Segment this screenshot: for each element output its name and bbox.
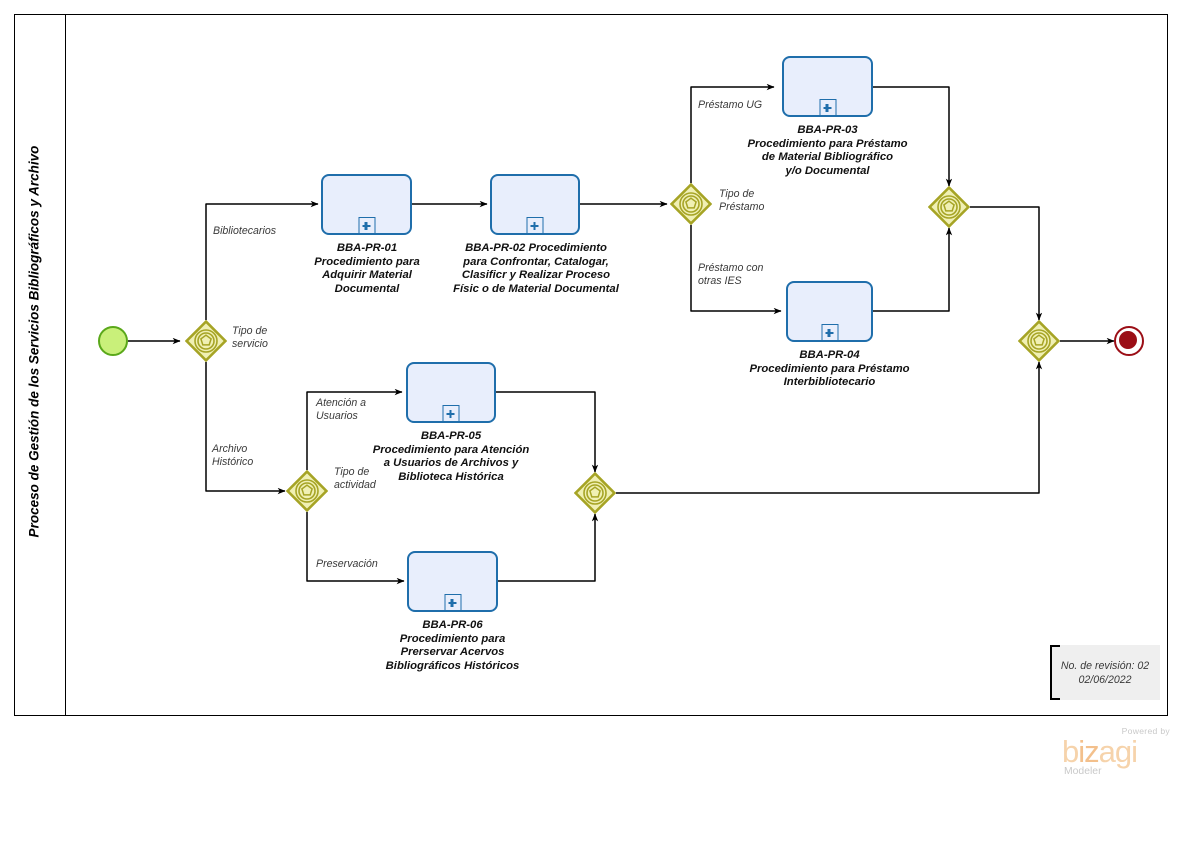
- annotation-line-1: No. de revisión: 02: [1060, 659, 1150, 672]
- flow-bibliotecarios: [205, 200, 319, 320]
- task-bba-pr-03-label: BBA-PR-03 Procedimiento para Préstamo de…: [747, 124, 908, 177]
- subprocess-marker-icon: [819, 99, 836, 116]
- task-bba-pr-02-label: BBA-PR-02 Procedimiento para Confrontar,…: [453, 242, 619, 295]
- task-bba-pr-02[interactable]: [490, 174, 580, 235]
- flow-label-bibliotecarios: Bibliotecarios: [213, 225, 277, 237]
- gateway-tipo-actividad-label: Tipo de actividad: [334, 466, 376, 491]
- flow-prestamo-ug: [690, 83, 775, 183]
- bizagi-branding: Powered by bizagi Modeler: [1062, 726, 1172, 778]
- task-bba-pr-04-label: BBA-PR-04 Procedimiento para Préstamo In…: [749, 349, 910, 389]
- task-bba-pr-05[interactable]: [406, 362, 496, 423]
- task-bba-pr-06[interactable]: [407, 551, 498, 612]
- subprocess-marker-icon: [358, 217, 375, 234]
- task-bba-pr-01-label: BBA-PR-01 Procedimiento para Adquirir Ma…: [314, 242, 420, 295]
- flow-label-prestamo-otras-ies: Préstamo con otras IES: [698, 262, 764, 287]
- flow-pr03-to-join: [872, 86, 953, 187]
- gateway-join-archivo[interactable]: [574, 472, 616, 514]
- flow-pr04-to-join: [872, 227, 953, 312]
- subprocess-marker-icon: [526, 217, 544, 234]
- flow-pr05-to-join: [496, 391, 599, 473]
- subprocess-marker-icon: [821, 324, 838, 341]
- gateway-tipo-servicio-label: Tipo de servicio: [232, 325, 268, 350]
- bizagi-wordmark-c: agi: [1098, 734, 1138, 769]
- gateway-tipo-actividad[interactable]: [286, 470, 328, 512]
- flow-archivo-historico: [205, 362, 286, 495]
- annotation-text: No. de revisión: 02 02/06/2022: [1050, 645, 1160, 700]
- flow-label-archivo-historico: Archivo Histórico: [212, 443, 254, 468]
- bizagi-wordmark-b: iz: [1078, 734, 1099, 769]
- annotation-line-2: 02/06/2022: [1078, 673, 1132, 686]
- subprocess-marker-icon: [442, 405, 460, 422]
- task-bba-pr-01[interactable]: [321, 174, 412, 235]
- bizagi-wordmark: bizagi: [1062, 734, 1138, 769]
- task-bba-pr-05-label: BBA-PR-05 Procedimiento para Atención a …: [372, 430, 530, 483]
- flow-joinarchivo-to-final: [616, 361, 1043, 494]
- flow-prestamo-otras-ies: [690, 225, 782, 315]
- lane-header: Proceso de Gestión de los Servicios Bibl…: [14, 14, 66, 716]
- revision-annotation: No. de revisión: 02 02/06/2022: [1050, 645, 1160, 700]
- subprocess-marker-icon: [444, 594, 461, 611]
- start-event[interactable]: [98, 326, 128, 356]
- flow-label-atencion-usuarios: Atención a Usuarios: [316, 397, 367, 422]
- gateway-join-prestamo[interactable]: [928, 186, 970, 228]
- powered-by-label: Powered by: [1121, 726, 1170, 736]
- flow-joinprestamo-to-final: [970, 206, 1043, 321]
- task-bba-pr-06-label: BBA-PR-06 Procedimiento para Prerservar …: [385, 619, 520, 672]
- gateway-tipo-servicio[interactable]: [185, 320, 227, 362]
- flow-pr06-to-join: [498, 513, 599, 582]
- flow-atencion-usuarios: [306, 388, 403, 470]
- end-event-fill: [1119, 331, 1138, 350]
- end-event[interactable]: [1114, 326, 1144, 356]
- flow-label-prestamo-ug: Préstamo UG: [698, 99, 763, 111]
- bizagi-product-label: Modeler: [1064, 766, 1102, 777]
- annotation-bracket: [1050, 645, 1060, 700]
- gateway-tipo-prestamo[interactable]: [670, 183, 712, 225]
- flow-label-preservacion: Preservación: [316, 558, 378, 570]
- flow-preservacion: [306, 512, 405, 585]
- task-bba-pr-04[interactable]: [786, 281, 873, 342]
- gateway-tipo-prestamo-label: Tipo de Préstamo: [719, 188, 765, 213]
- gateway-join-final[interactable]: [1018, 320, 1060, 362]
- process-pool: [14, 14, 1168, 716]
- task-bba-pr-03[interactable]: [782, 56, 873, 117]
- bizagi-wordmark-a: b: [1062, 734, 1079, 769]
